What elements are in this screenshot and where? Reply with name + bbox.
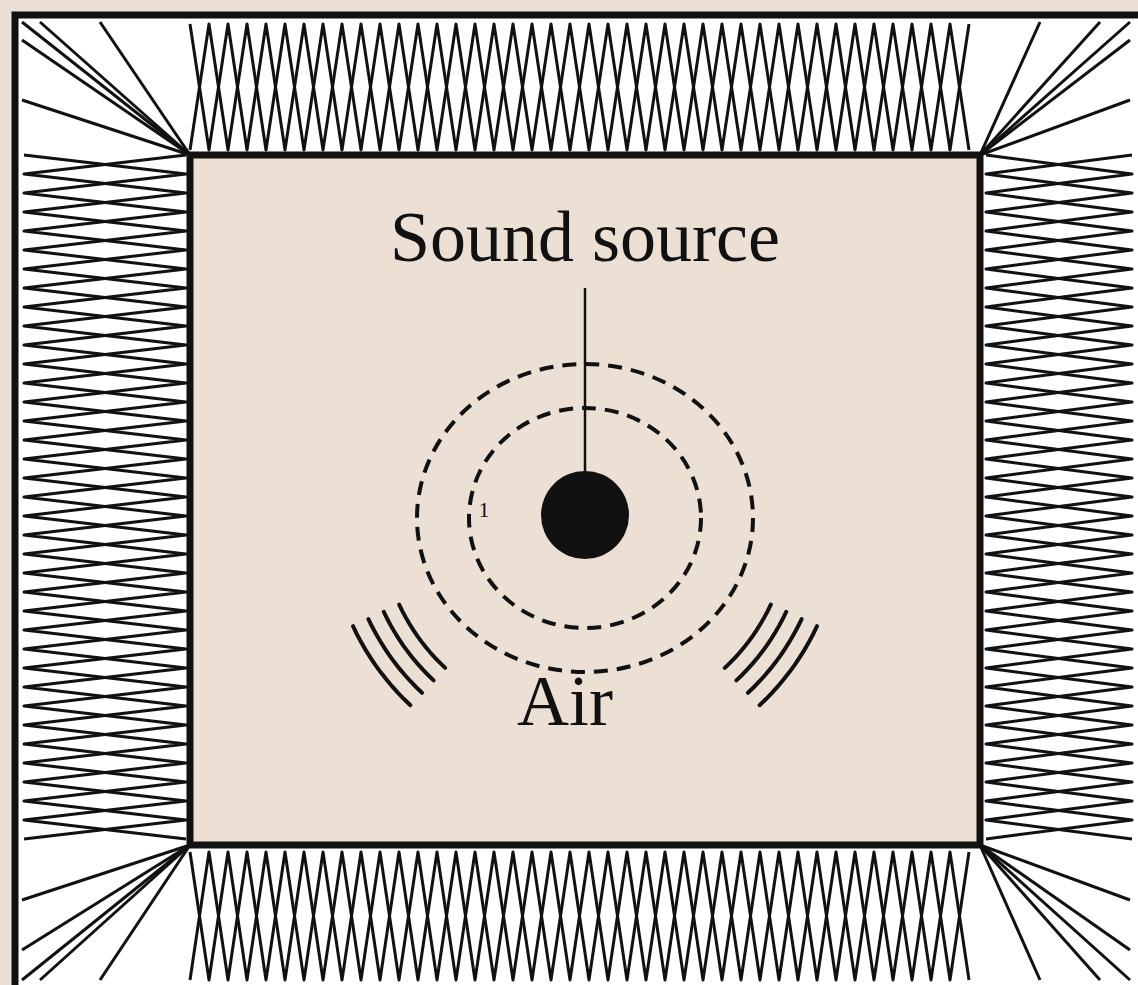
source-label: Sound source	[390, 196, 780, 279]
wave-arc	[353, 626, 410, 705]
medium-label: Air	[517, 660, 613, 743]
corner-wedge	[980, 22, 1100, 155]
corner-wedge	[980, 845, 1100, 980]
sound-source-figure	[417, 288, 753, 672]
wave-arc	[368, 619, 422, 693]
corner-wedge	[22, 845, 190, 900]
wedge-row	[986, 155, 1132, 839]
corner-wedge	[980, 845, 1130, 980]
corner-wedge	[980, 22, 1130, 155]
wedge-row	[190, 852, 969, 980]
corner-wedge	[22, 40, 190, 155]
wave-arc	[760, 626, 817, 705]
corner-wedge	[22, 845, 190, 980]
corner-wedge	[22, 22, 190, 155]
chamber-interior	[190, 155, 980, 845]
wave-arc	[399, 605, 445, 668]
corner-wedge	[22, 100, 190, 155]
wave-arc	[736, 612, 786, 681]
leader-line	[584, 288, 587, 474]
wedge-row	[986, 155, 1132, 839]
wave-arc	[725, 605, 771, 668]
corner-wedge	[100, 845, 190, 980]
outer-frame	[15, 15, 1138, 985]
wedge-row	[190, 24, 969, 150]
corner-wedge	[980, 845, 1040, 980]
wedge-row	[24, 155, 186, 839]
corner-wedge	[980, 22, 1040, 155]
callout-number: 1	[479, 497, 490, 522]
corner-wedge	[40, 845, 190, 980]
wedge-row	[24, 155, 186, 839]
corner-wedge	[980, 40, 1130, 155]
corner-wedge	[40, 22, 190, 155]
wedge-row	[190, 24, 969, 150]
wave-arc	[384, 612, 434, 681]
wave-arc	[748, 619, 802, 693]
source-dot	[541, 471, 629, 559]
corner-wedge	[22, 845, 190, 950]
corner-wedge	[100, 22, 190, 155]
wedge-row	[190, 852, 969, 980]
foam-wedges	[22, 22, 1132, 980]
